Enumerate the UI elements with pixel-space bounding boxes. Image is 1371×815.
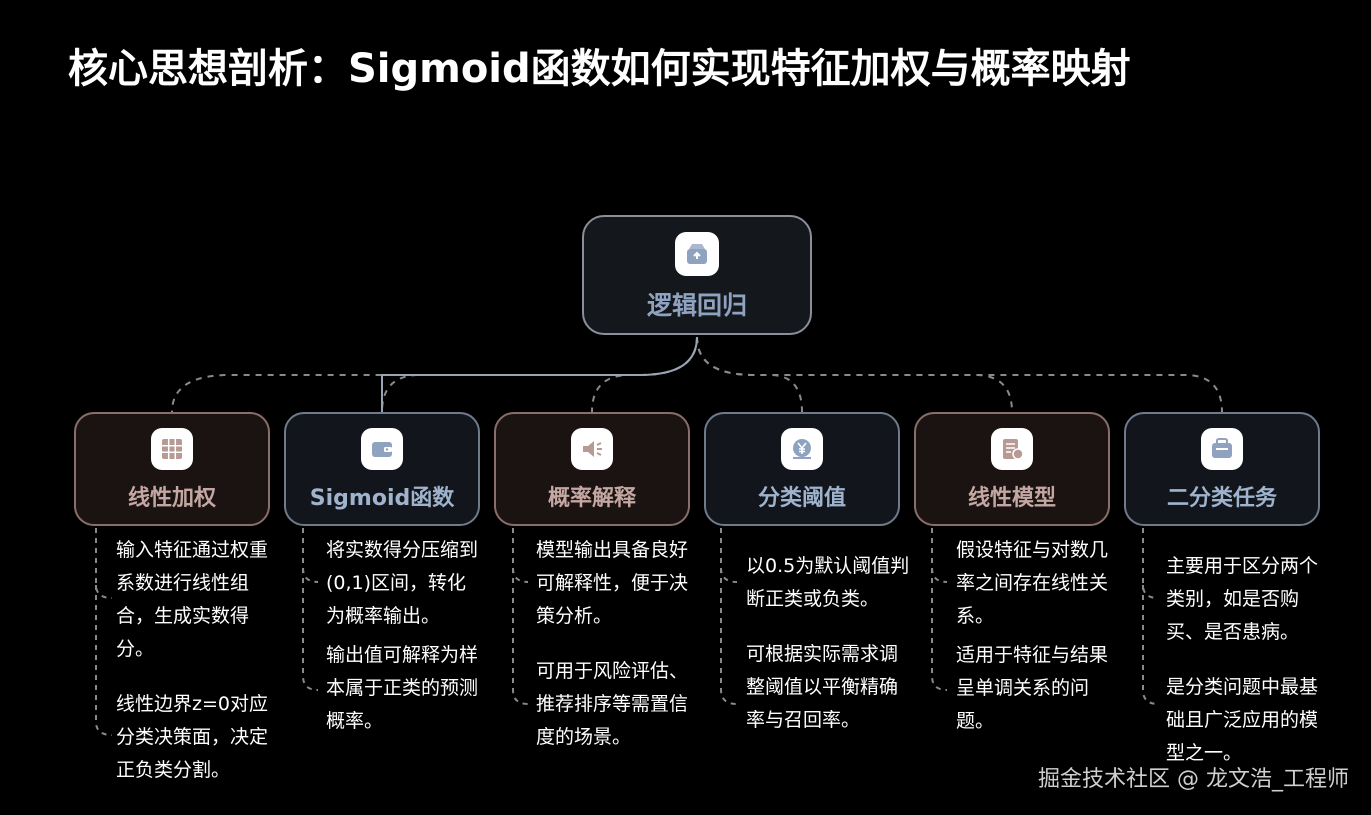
connector-root-child-4 (696, 336, 803, 413)
watermark: 掘金技术社区 @ 龙文浩_工程师 (1038, 767, 1349, 792)
detail-text: 可根据实际需求调整阈值以平衡精确率与召回率。 (746, 643, 899, 731)
detail-binary-classification: 主要用于区分两个类别，如是否购买、是否患病。 是分类问题中最基础且广泛应用的模型… (1166, 550, 1331, 770)
detail-text: 是分类问题中最基础且广泛应用的模型之一。 (1166, 676, 1319, 764)
node-label: 线性加权 (127, 486, 216, 511)
node-label: 线性模型 (967, 486, 1056, 511)
basket-icon (1201, 428, 1243, 470)
detail-probability-interpretation: 模型输出具备良好可解释性，便于决策分析。 可用于风险评估、推荐排序等需置信度的场… (536, 534, 696, 754)
detail-text: 以0.5为默认阈值判断正类或负类。 (746, 555, 910, 610)
node-classification-threshold[interactable]: 分类阈值 (704, 412, 900, 526)
detail-linear-weighting: 输入特征通过权重系数进行线性组合，生成实数得分。 线性边界z=0对应分类决策面，… (116, 534, 276, 787)
node-binary-classification[interactable]: 二分类任务 (1124, 412, 1320, 526)
node-linear-model[interactable]: 线性模型 (914, 412, 1110, 526)
connector-detail-6 (1142, 528, 1159, 705)
detail-linear-model: 假设特征与对数几率之间存在线性关系。 适用于特征与结果呈单调关系的问题。 (956, 534, 1111, 738)
detail-text: 模型输出具备良好可解释性，便于决策分析。 (536, 539, 689, 627)
detail-text: 适用于特征与结果呈单调关系的问题。 (956, 644, 1109, 732)
box-icon (675, 232, 719, 276)
detail-text: 线性边界z=0对应分类决策面，决定正负类分割。 (116, 693, 269, 781)
detail-text: 输出值可解释为样本属于正类的预测概率。 (326, 644, 479, 732)
root-node[interactable]: 逻辑回归 (582, 215, 812, 335)
detail-text: 主要用于区分两个类别，如是否购买、是否患病。 (1166, 555, 1319, 643)
detail-sigmoid-function: 将实数得分压缩到(0,1)区间，转化为概率输出。 输出值可解释为样本属于正类的预… (326, 534, 481, 738)
wallet-icon (361, 428, 403, 470)
yen-icon (781, 428, 823, 470)
connector-detail-2 (302, 528, 319, 691)
connector-root-child-2 (381, 336, 698, 413)
node-label: 二分类任务 (1166, 486, 1277, 511)
connector-root-child-3 (591, 336, 698, 413)
grid-icon (151, 428, 193, 470)
node-label: Sigmoid函数 (309, 486, 455, 511)
detail-classification-threshold: 以0.5为默认阈值判断正类或负类。 可根据实际需求调整阈值以平衡精确率与召回率。 (746, 550, 911, 737)
connector-detail-4 (720, 528, 738, 705)
connector-root-highlight (381, 336, 698, 412)
detail-text: 假设特征与对数几率之间存在线性关系。 (956, 539, 1109, 627)
connector-root-child-6 (696, 336, 1223, 413)
speaker-icon (571, 428, 613, 470)
node-sigmoid-function[interactable]: Sigmoid函数 (284, 412, 480, 526)
connector-root-child-1 (171, 336, 698, 413)
connector-detail-5 (931, 528, 948, 691)
node-label: 概率解释 (547, 486, 636, 511)
connector-detail-3 (512, 528, 529, 705)
root-label: 逻辑回归 (646, 291, 747, 320)
node-probability-interpretation[interactable]: 概率解释 (494, 412, 690, 526)
node-linear-weighting[interactable]: 线性加权 (74, 412, 270, 526)
node-label: 分类阈值 (757, 486, 846, 511)
detail-text: 可用于风险评估、推荐排序等需置信度的场景。 (536, 660, 689, 748)
connector-root-child-5 (696, 336, 1013, 413)
document-icon (991, 428, 1033, 470)
connector-detail-1 (95, 528, 113, 736)
page-title: 核心思想剖析：Sigmoid函数如何实现特征加权与概率映射 (68, 46, 1131, 92)
detail-text: 输入特征通过权重系数进行线性组合，生成实数得分。 (116, 539, 269, 660)
detail-text: 将实数得分压缩到(0,1)区间，转化为概率输出。 (326, 539, 479, 627)
